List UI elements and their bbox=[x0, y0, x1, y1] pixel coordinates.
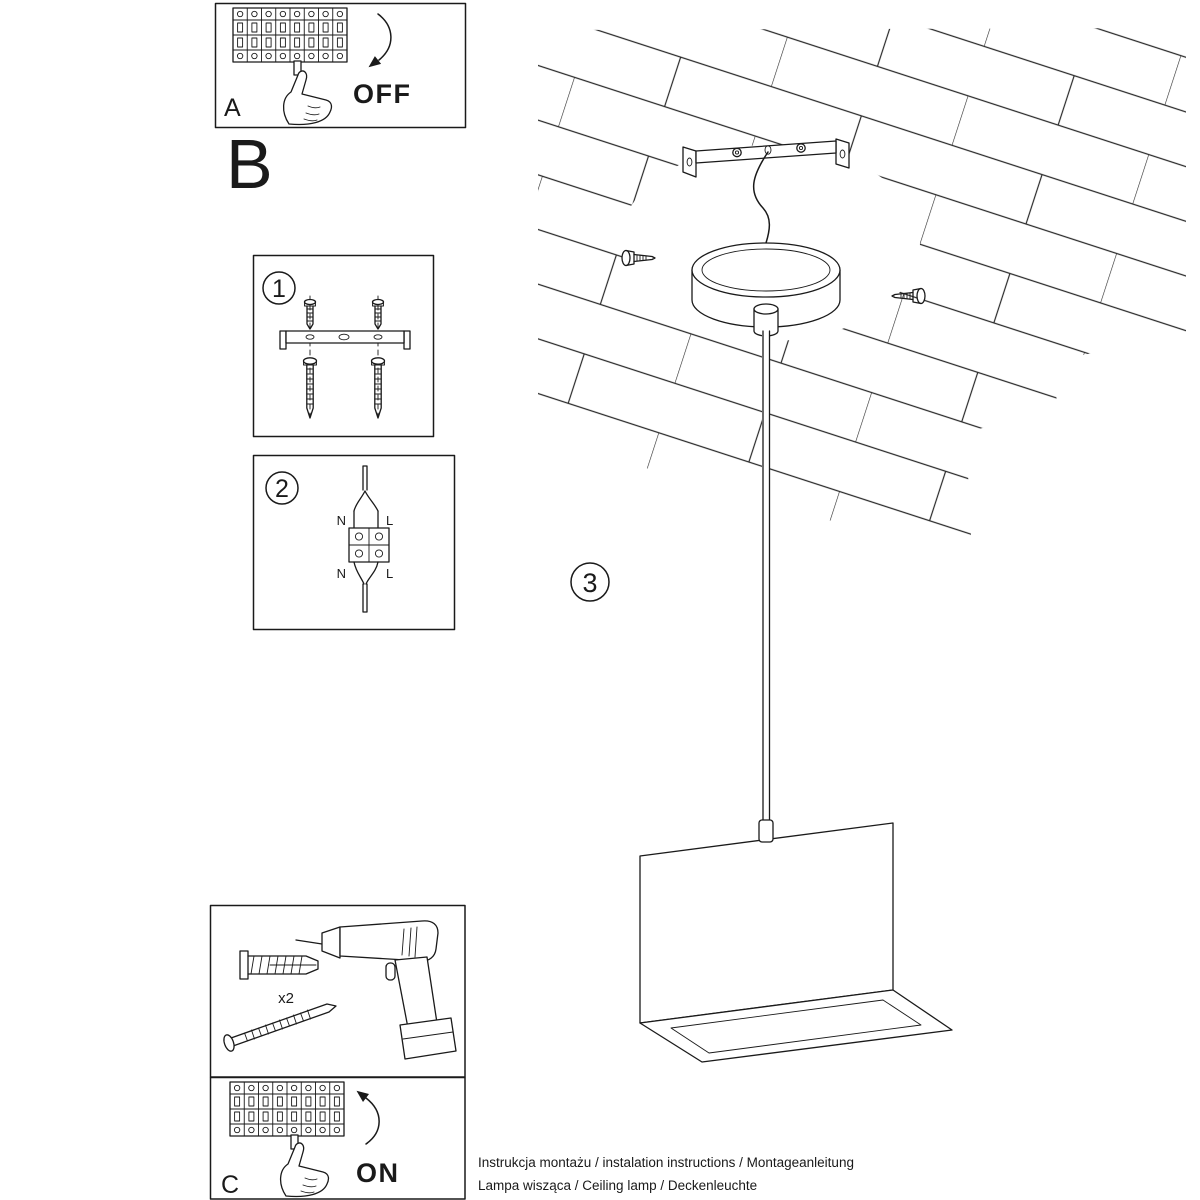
drill-icon bbox=[295, 920, 457, 1060]
step3-badge: 3 bbox=[570, 562, 610, 602]
wiring-illustration bbox=[348, 465, 390, 613]
arrow-down-icon bbox=[377, 13, 392, 61]
step-a-label: A bbox=[224, 94, 241, 122]
breaker-panel-off bbox=[232, 7, 348, 63]
mounting-screw-left-icon bbox=[621, 249, 656, 267]
screw-icon bbox=[223, 1003, 337, 1052]
step2-number: 2 bbox=[275, 475, 289, 503]
wire-label-n-top: N bbox=[337, 513, 346, 528]
step2-box: 2 N L N L bbox=[252, 454, 456, 631]
wire-label-l-top: L bbox=[386, 513, 393, 528]
ceiling-canopy bbox=[691, 242, 841, 337]
wall-plug-icon bbox=[239, 950, 319, 980]
mounting-screw-right-icon bbox=[891, 287, 926, 305]
step-c-label: C bbox=[221, 1171, 239, 1199]
wire-label-l-bottom: L bbox=[386, 566, 393, 581]
pendant-cable bbox=[762, 330, 771, 829]
off-label: OFF bbox=[353, 79, 412, 109]
breaker-panel-on bbox=[229, 1081, 345, 1137]
pendant-cube-shade bbox=[639, 822, 953, 1063]
wire-label-n-bottom: N bbox=[337, 566, 346, 581]
hand-icon-a bbox=[282, 70, 333, 126]
arrow-up-icon bbox=[365, 1097, 380, 1145]
main-installation-illustration: 3 bbox=[538, 28, 1186, 1063]
bracket-cable bbox=[752, 151, 771, 244]
cable-strain-relief bbox=[758, 819, 774, 843]
quantity-label: x2 bbox=[278, 990, 294, 1007]
footer-line2: Lampa wisząca / Ceiling lamp / Deckenleu… bbox=[478, 1178, 757, 1193]
pendant-cable-core bbox=[762, 331, 770, 828]
hand-icon-c bbox=[279, 1142, 330, 1198]
on-label: ON bbox=[356, 1158, 400, 1188]
section-b-label: B bbox=[226, 125, 273, 203]
panel-c: ON C bbox=[209, 1076, 466, 1200]
bracket-and-screws-illustration bbox=[279, 295, 411, 423]
tools-box: x2 bbox=[209, 904, 466, 1078]
panel-a: OFF A bbox=[214, 2, 467, 129]
step3-number: 3 bbox=[582, 568, 597, 598]
step1-number: 1 bbox=[272, 275, 286, 303]
footer-line1: Instrukcja montażu / instalation instruc… bbox=[478, 1155, 854, 1170]
mounting-bracket bbox=[682, 138, 850, 178]
step1-box: 1 bbox=[252, 254, 435, 438]
